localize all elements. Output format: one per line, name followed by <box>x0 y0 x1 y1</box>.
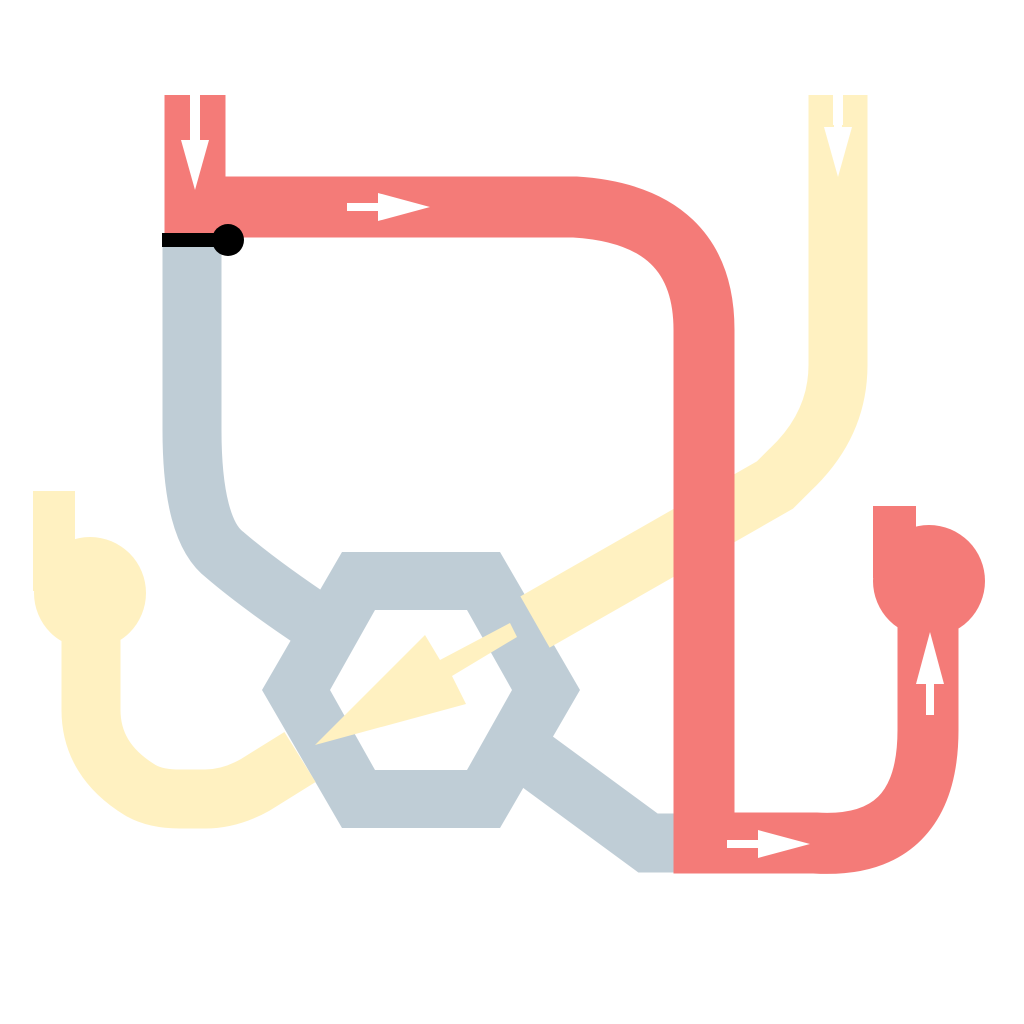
flow-arrow-icon <box>824 95 852 177</box>
yellow-pipe-right-segment <box>520 95 868 648</box>
pump-inlet <box>33 491 75 591</box>
flow-arrow-icon <box>181 95 209 190</box>
yellow-pipe-left-segment <box>61 610 316 829</box>
flow-arrows <box>181 95 944 858</box>
gray-pipe-left-segment <box>162 240 337 650</box>
flow-arrow-icon <box>727 830 810 858</box>
flow-arrow-icon <box>315 623 517 745</box>
gray-pipe <box>162 240 680 873</box>
valve-icon[interactable] <box>162 224 244 256</box>
red-pipe <box>164 95 959 874</box>
flow-arrow-icon <box>347 193 430 221</box>
hexagon-junction-icon <box>262 552 580 828</box>
red-pipe-main <box>164 95 959 874</box>
gray-pipe-right-segment <box>517 736 680 873</box>
pump-inlet <box>873 506 916 578</box>
yellow-pipe <box>61 95 868 829</box>
flow-arrow-icon <box>916 632 944 715</box>
